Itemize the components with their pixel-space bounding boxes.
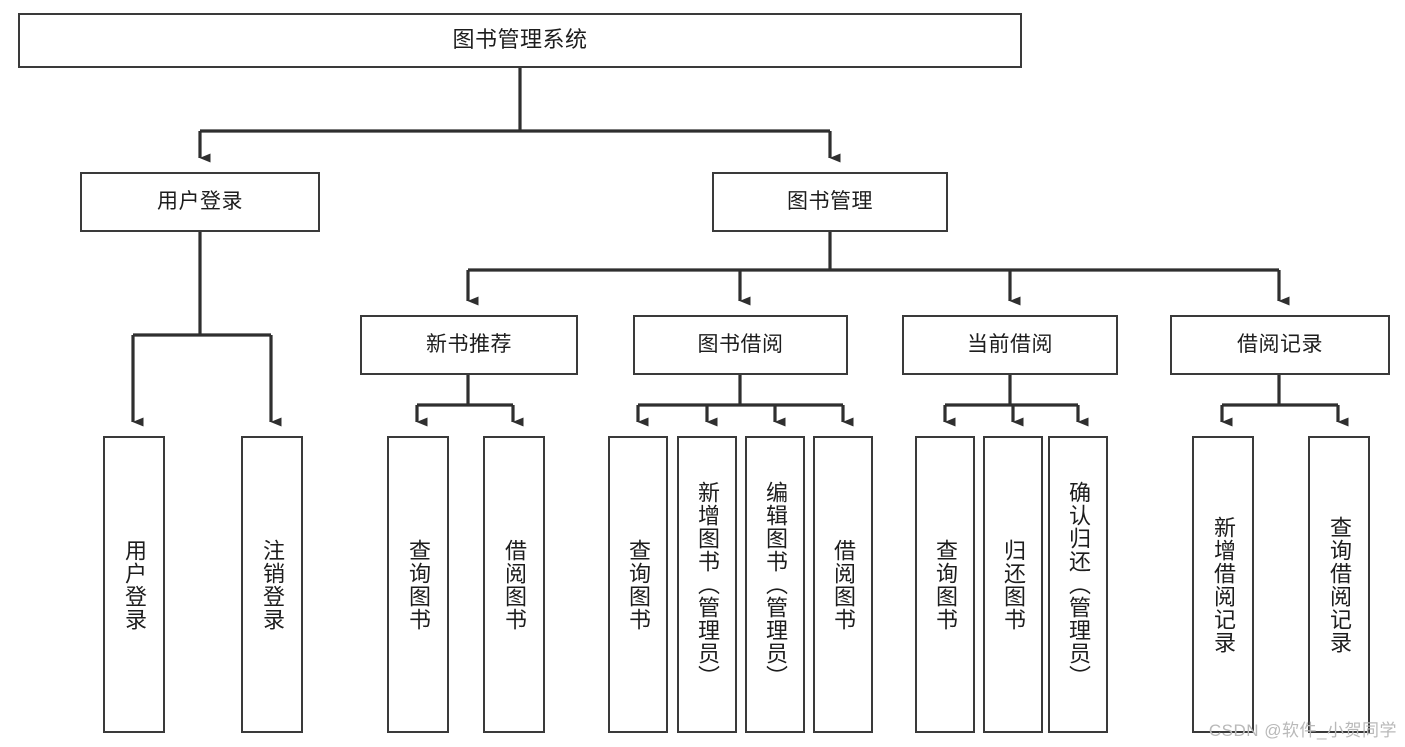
csdn-watermark: CSDN @软件_小贺同学 bbox=[1208, 721, 1397, 740]
node-book-borrow-label: 图书借阅 bbox=[697, 333, 784, 357]
node-current-borrow-label: 当前借阅 bbox=[967, 333, 1053, 357]
leaf-query-book-2-label: 查询图书 bbox=[625, 538, 651, 631]
leaf-return-book-label: 归还图书 bbox=[1000, 538, 1026, 631]
leaf-user-login[interactable]: 用户登录 bbox=[103, 436, 165, 733]
node-user-login[interactable]: 用户登录 bbox=[80, 172, 320, 232]
leaf-confirm-return[interactable]: 确认归还（管理员） bbox=[1048, 436, 1108, 733]
leaf-query-book-1-label: 查询图书 bbox=[405, 538, 431, 631]
leaf-user-login-label: 用户登录 bbox=[121, 538, 147, 631]
leaf-query-book-3[interactable]: 查询图书 bbox=[915, 436, 975, 733]
leaf-confirm-return-label: 确认归还（管理员） bbox=[1065, 481, 1091, 688]
leaf-query-book-2[interactable]: 查询图书 bbox=[608, 436, 668, 733]
leaf-query-book-1[interactable]: 查询图书 bbox=[387, 436, 449, 733]
leaf-borrow-book-1[interactable]: 借阅图书 bbox=[483, 436, 545, 733]
leaf-edit-book-label: 编辑图书（管理员） bbox=[762, 481, 788, 688]
leaf-query-book-3-label: 查询图书 bbox=[932, 538, 958, 631]
node-current-borrow[interactable]: 当前借阅 bbox=[902, 315, 1118, 375]
node-book-borrow[interactable]: 图书借阅 bbox=[633, 315, 848, 375]
leaf-add-book[interactable]: 新增图书（管理员） bbox=[677, 436, 737, 733]
node-user-login-label: 用户登录 bbox=[157, 190, 243, 214]
node-new-book-recommend-label: 新书推荐 bbox=[426, 333, 512, 357]
node-root-system[interactable]: 图书管理系统 bbox=[18, 13, 1022, 68]
leaf-add-record-label: 新增借阅记录 bbox=[1210, 515, 1236, 654]
node-root-label: 图书管理系统 bbox=[452, 27, 588, 53]
leaf-borrow-book-2-label: 借阅图书 bbox=[830, 538, 856, 631]
leaf-return-book[interactable]: 归还图书 bbox=[983, 436, 1043, 733]
node-borrow-record[interactable]: 借阅记录 bbox=[1170, 315, 1390, 375]
leaf-edit-book[interactable]: 编辑图书（管理员） bbox=[745, 436, 805, 733]
leaf-borrow-book-1-label: 借阅图书 bbox=[501, 538, 527, 631]
leaf-add-record[interactable]: 新增借阅记录 bbox=[1192, 436, 1254, 733]
node-book-management-label: 图书管理 bbox=[787, 190, 873, 214]
node-book-management[interactable]: 图书管理 bbox=[712, 172, 948, 232]
node-borrow-record-label: 借阅记录 bbox=[1237, 333, 1323, 357]
leaf-user-logout[interactable]: 注销登录 bbox=[241, 436, 303, 733]
leaf-query-record[interactable]: 查询借阅记录 bbox=[1308, 436, 1370, 733]
leaf-borrow-book-2[interactable]: 借阅图书 bbox=[813, 436, 873, 733]
leaf-query-record-label: 查询借阅记录 bbox=[1326, 515, 1352, 654]
leaf-user-logout-label: 注销登录 bbox=[259, 538, 285, 631]
leaf-add-book-label: 新增图书（管理员） bbox=[694, 481, 720, 688]
node-new-book-recommend[interactable]: 新书推荐 bbox=[360, 315, 578, 375]
